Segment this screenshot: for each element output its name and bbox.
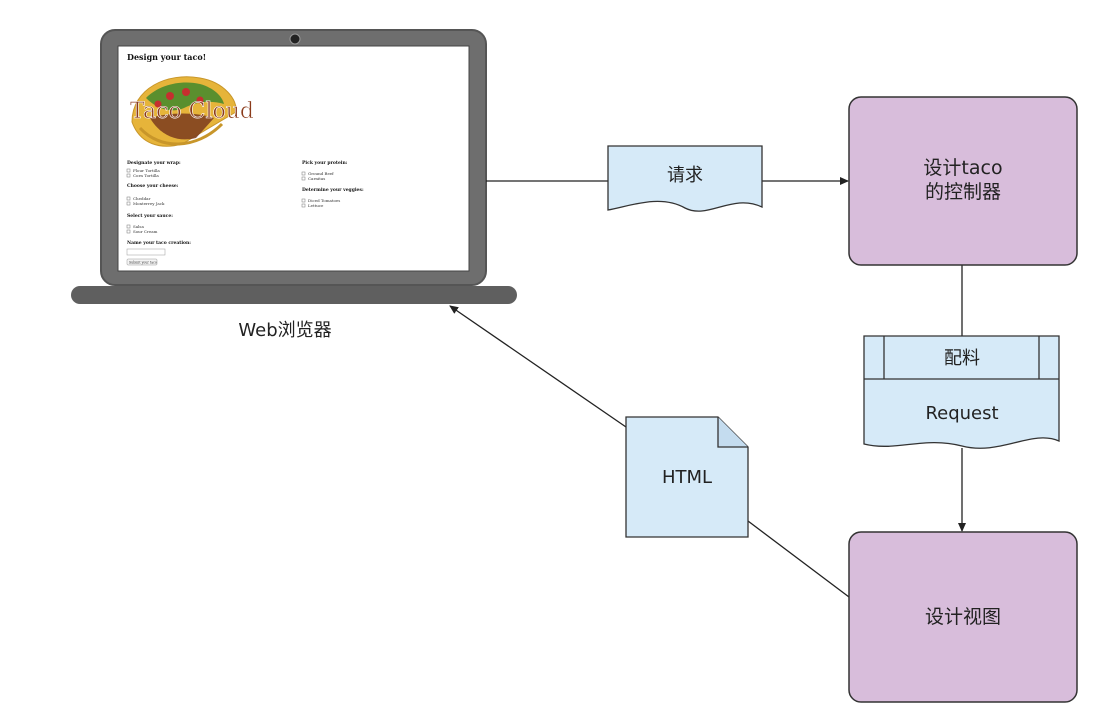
page-title: Design your taco! (127, 52, 206, 62)
view-label: 设计视图 (925, 606, 1001, 628)
controller-label-line2: 的控制器 (925, 181, 1001, 203)
laptop-base (71, 286, 517, 304)
laptop: Design your taco! Taco Cloud Designate y… (71, 29, 517, 304)
checkbox[interactable] (301, 203, 306, 208)
checkbox[interactable] (301, 176, 306, 181)
section-heading: Name your taco creation: (127, 240, 191, 246)
model-top-label: 配料 (944, 348, 980, 369)
option-label: Carnitas (308, 176, 325, 181)
checkbox[interactable] (301, 198, 306, 203)
section-heading: Determine your veggies: (302, 187, 364, 193)
request-label: 请求 (667, 165, 703, 186)
checkbox[interactable] (126, 173, 131, 178)
html-doc-label: HTML (662, 467, 712, 488)
option-label: Lettuce (308, 203, 324, 208)
model-bottom-label: Request (925, 403, 998, 424)
model-data-store: 配料 Request (863, 335, 1060, 449)
taco-name-input[interactable] (126, 248, 166, 256)
option-label: Salsa (133, 224, 144, 229)
checkbox[interactable] (126, 168, 131, 173)
controller-box: 设计taco 的控制器 (848, 96, 1078, 266)
section-heading: Pick your protein: (302, 160, 348, 166)
section-heading: Choose your cheese: (127, 183, 179, 189)
view-box: 设计视图 (848, 531, 1078, 703)
browser-label: Web浏览器 (238, 320, 331, 341)
request-document: 请求 (607, 145, 763, 212)
option-label: Flour Tortilla (133, 168, 160, 173)
option-label: Cheddar (133, 196, 151, 201)
section-heading: Designate your wrap: (127, 160, 181, 166)
logo-text: Taco Cloud (130, 99, 254, 124)
checkbox[interactable] (126, 196, 131, 201)
submit-label: Submit your taco (129, 261, 157, 265)
controller-label-line1: 设计taco (923, 157, 1002, 179)
checkbox[interactable] (126, 229, 131, 234)
option-label: Sour Cream (133, 229, 158, 234)
option-label: Diced Tomatoes (308, 198, 340, 203)
html-response-arrow (449, 305, 627, 428)
option-label: Ground Beef (308, 171, 334, 176)
submit-button[interactable] (126, 258, 158, 266)
option-label: Corn Tortilla (133, 173, 159, 178)
section-heading: Select your sauce: (127, 213, 173, 219)
html-document: HTML (625, 416, 749, 538)
option-label: Monterrey Jack (133, 201, 165, 206)
checkbox[interactable] (301, 171, 306, 176)
checkbox[interactable] (126, 201, 131, 206)
checkbox[interactable] (126, 224, 131, 229)
camera-icon (289, 33, 301, 45)
taco-cloud-logo: Taco Cloud (130, 76, 254, 147)
connector-line (747, 520, 850, 598)
